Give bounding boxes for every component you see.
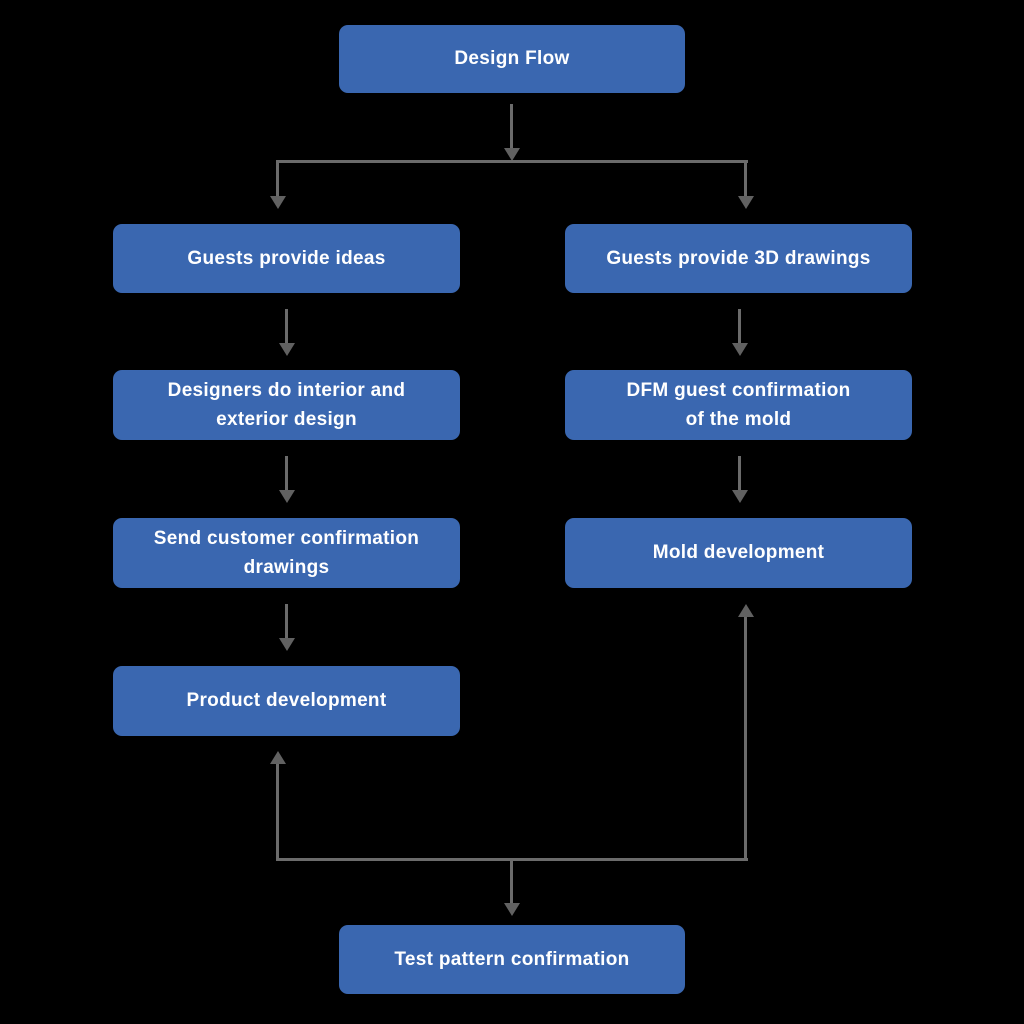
connector-loop-to-product-line [276,764,279,858]
arrow-down-icon [738,196,754,209]
connector-split-left-line [276,160,279,196]
connector-loop-to-mold-line [744,617,747,858]
arrow-down-icon [279,343,295,356]
connector-split-right-line [744,160,747,196]
arrow-down-icon [732,490,748,503]
node-mold-development: Mold development [565,518,912,588]
node-guests-provide-3d-drawings: Guests provide 3D drawings [565,224,912,293]
node-design-flow: Design Flow [339,25,685,93]
arrow-down-icon [504,148,520,161]
connector-3d-to-dfm-line [738,309,741,343]
arrow-down-icon [504,903,520,916]
arrow-down-icon [732,343,748,356]
connector-designers-to-send-line [285,456,288,490]
node-send-customer-confirmation: Send customer confirmation drawings [113,518,460,588]
arrow-down-icon [270,196,286,209]
node-product-development: Product development [113,666,460,736]
connector-split-line [276,160,748,163]
arrow-up-icon [738,604,754,617]
node-designers-interior-exterior: Designers do interior and exterior desig… [113,370,460,440]
node-dfm-guest-confirmation: DFM guest confirmation of the mold [565,370,912,440]
arrow-down-icon [279,490,295,503]
node-guests-provide-ideas: Guests provide ideas [113,224,460,293]
connector-ideas-to-designers-line [285,309,288,343]
connector-design-flow-line [510,104,513,148]
arrow-up-icon [270,751,286,764]
connector-loop-horizontal-line [276,858,748,861]
connector-send-to-product-line [285,604,288,638]
node-test-pattern-confirmation: Test pattern confirmation [339,925,685,994]
connector-loop-to-test-line [510,861,513,903]
arrow-down-icon [279,638,295,651]
connector-dfm-to-mold-line [738,456,741,490]
